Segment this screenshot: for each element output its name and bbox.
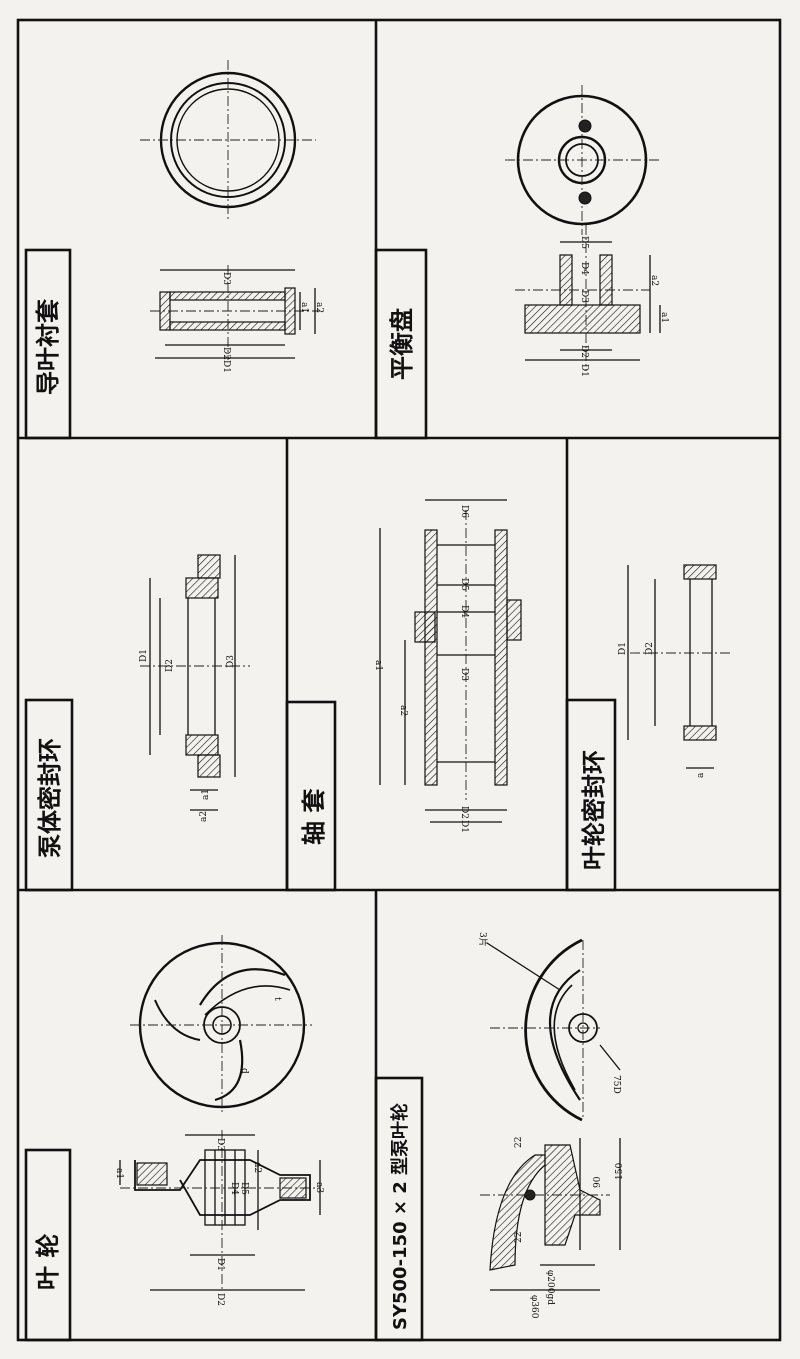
panel-title: 叶轮密封环 bbox=[579, 750, 608, 870]
dim-a3: a3 bbox=[314, 1182, 324, 1193]
panel-title: 轴 套 bbox=[299, 788, 328, 845]
dim-D6: D6 bbox=[459, 505, 469, 518]
dim-150: 150 bbox=[615, 1163, 625, 1180]
dim-D1: D1 bbox=[579, 364, 589, 377]
dim-D4: D4 bbox=[579, 262, 589, 275]
bush-end-view bbox=[140, 60, 316, 222]
dim-22-bottom: 22 bbox=[514, 1232, 524, 1243]
title-box bbox=[24, 248, 72, 440]
dim-D3: D3 bbox=[215, 1138, 225, 1151]
dim-D4: D4 bbox=[229, 1182, 239, 1195]
title-box bbox=[374, 248, 428, 440]
dim-d: d bbox=[239, 1068, 249, 1074]
title-box bbox=[285, 700, 337, 892]
panel-title: 导叶衬套 bbox=[33, 298, 62, 395]
dim-D1: D1 bbox=[618, 642, 628, 655]
panel-shaft-sleeve: 轴 套 a1 a2 D6 D5 D4 D3 D2 D1 bbox=[285, 499, 522, 892]
dim-D1: D1 bbox=[459, 820, 469, 833]
panel-title: 叶 轮 bbox=[33, 1234, 62, 1290]
dim-a1: a1 bbox=[659, 312, 669, 323]
panel-sy-impeller: SY500-150 × 2 型泵叶轮 φ360 φ200gd 150 90 22… bbox=[374, 932, 625, 1342]
dim-D5: D5 bbox=[579, 236, 589, 249]
ring-section-view: D1 D2 D3 a1 a2 bbox=[139, 554, 250, 822]
dim-D3: D3 bbox=[226, 655, 236, 668]
dim-phi360: φ360 bbox=[529, 1295, 539, 1319]
dim-a1: a1 bbox=[201, 789, 211, 800]
label-3-blades: 3片 bbox=[477, 932, 489, 947]
dim-D3: D3 bbox=[459, 668, 469, 681]
panel-guide-vane-bush: 导叶衬套 D3 D2 D1 a1 a2 bbox=[24, 60, 324, 440]
title-box bbox=[565, 698, 617, 892]
dim-90: 90 bbox=[593, 1176, 603, 1188]
label-75D: 75D bbox=[611, 1075, 621, 1094]
dim-D5: D5 bbox=[239, 1182, 249, 1195]
seal-ring-section-view: D1 D2 a bbox=[618, 564, 730, 778]
dim-D1: D1 bbox=[215, 1258, 225, 1271]
dim-D2: D2 bbox=[165, 659, 175, 672]
panel-pump-seal-ring: 泵体密封环 D1 D2 D3 a1 a2 bbox=[24, 554, 250, 892]
dim-D2: D2 bbox=[579, 345, 589, 358]
dim-a2: a2 bbox=[314, 302, 324, 313]
panel-title: 平衡盘 bbox=[387, 308, 416, 380]
disc-end-view bbox=[505, 85, 660, 235]
dim-a2: a2 bbox=[649, 275, 659, 286]
dim-22-top: 22 bbox=[514, 1137, 524, 1148]
dim-D1: D1 bbox=[221, 360, 231, 373]
impeller-end-view: d t bbox=[130, 935, 312, 1115]
panel-impeller-seal-ring: 叶轮密封环 D1 D2 a bbox=[565, 564, 730, 892]
dim-D4: D4 bbox=[459, 605, 469, 618]
dim-phi200gd: φ200gd bbox=[545, 1270, 555, 1305]
dim-a2: a2 bbox=[398, 705, 408, 716]
title-box bbox=[374, 1076, 424, 1342]
panel-title: 泵体密封环 bbox=[35, 738, 64, 858]
dim-a1: a1 bbox=[373, 660, 383, 671]
dim-D1: D1 bbox=[139, 649, 149, 662]
title-box bbox=[24, 1148, 72, 1342]
dim-D2: D2 bbox=[215, 1293, 225, 1306]
disc-section-view: D5 D4 D3 D2 D1 a2 a1 bbox=[515, 225, 669, 377]
sy-impeller-end-view: 3片 75D bbox=[477, 932, 621, 1122]
panel-title: SY500-150 × 2 型泵叶轮 bbox=[389, 1103, 411, 1330]
dim-D3: D3 bbox=[579, 290, 589, 303]
dim-D2: D2 bbox=[459, 806, 469, 819]
panel-impeller: 叶 轮 D3 D1 D2 a1 a2 a3 D4 D5 bbox=[24, 935, 324, 1342]
dim-D3: D3 bbox=[221, 272, 231, 285]
dim-t: t bbox=[272, 997, 282, 1001]
impeller-section-view: D3 D1 D2 a1 a2 a3 D4 D5 bbox=[114, 1130, 324, 1306]
dim-a: a bbox=[696, 772, 706, 778]
dim-D2: D2 bbox=[645, 642, 655, 655]
dim-a1: a1 bbox=[114, 1168, 124, 1179]
dim-a1: a1 bbox=[299, 302, 309, 313]
dim-D5: D5 bbox=[459, 578, 469, 591]
sy-impeller-section-view: φ360 φ200gd 150 90 22 22 bbox=[480, 1137, 625, 1319]
title-box bbox=[24, 698, 74, 892]
sleeve-section-view: a1 a2 D6 D5 D4 D3 D2 D1 bbox=[373, 499, 522, 833]
dim-a2: a2 bbox=[252, 1162, 262, 1173]
dim-a2: a2 bbox=[199, 811, 209, 822]
bush-section-view: D3 D2 D1 a1 a2 bbox=[150, 265, 324, 373]
dim-D2: D2 bbox=[221, 347, 231, 360]
panel-balance-disc: 平衡盘 D5 D4 D3 D2 D1 a2 a1 bbox=[374, 85, 669, 440]
